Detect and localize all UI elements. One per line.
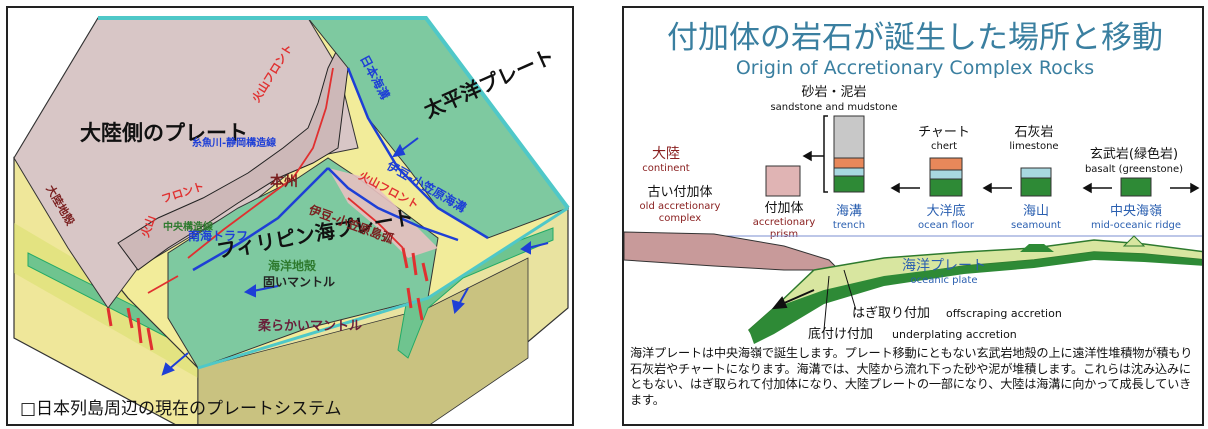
oceanic-plate-base: [749, 252, 1202, 344]
label-old-complex-en1: old accretionary: [640, 201, 721, 212]
label-seamount-jp: 海山: [1023, 204, 1049, 219]
prism-block: [765, 165, 801, 197]
sediment-bracket: [823, 115, 828, 193]
label-oceanic-crust: 海洋地殻: [268, 258, 317, 273]
label-basalt-en: basalt (greenstone): [1085, 164, 1183, 175]
japan-trench-line: [346, 67, 489, 240]
label-ridge-en: mid-oceanic ridge: [1091, 220, 1181, 231]
label-offscraping-en: offscraping accretion: [946, 307, 1062, 320]
block-top-edge: [98, 16, 570, 210]
plate-block-diagram: 大陸側のプレート 太平洋プレート フィリピン海プレート 日本海溝 伊豆-小笠原海…: [13, 16, 570, 424]
label-continent-jp: 大陸: [652, 146, 680, 162]
label-prism-en1: accretionary: [753, 217, 816, 228]
label-ridge-jp: 中央海嶺: [1110, 204, 1162, 219]
description-text: 海洋プレートは中央海嶺で誕生します。プレート移動にともない玄武岩地殻の上に遠洋性…: [630, 346, 1193, 407]
label-limestone-en: limestone: [1009, 141, 1058, 152]
rock-stack-seamount: [1020, 167, 1052, 197]
block-front-edge: [197, 206, 569, 370]
label-hard-mantle: 固いマントル: [263, 275, 335, 289]
underplating-leader: [823, 275, 830, 331]
label-underplating-en: underplating accretion: [892, 328, 1017, 341]
label-continent-en: continent: [642, 163, 689, 174]
label-seamount-en: seamount: [1011, 220, 1061, 231]
label-median-line: 中央構造線: [163, 220, 213, 233]
label-honshu: 本州: [270, 173, 298, 190]
continent-wedge: [624, 231, 841, 271]
left-caption: □日本列島周辺の現在のプレートシステム: [20, 399, 342, 419]
label-sandstone-jp: 砂岩・泥岩: [801, 85, 866, 100]
plate-motion-arrows: [161, 137, 549, 376]
volcanic-front-line-2: [347, 197, 404, 249]
movement-arrows: [802, 150, 1200, 194]
volcanic-front-line-3: [147, 275, 179, 294]
label-chert-en: chert: [931, 141, 957, 152]
subduction-arrow: [771, 289, 815, 310]
plate-system-panel: 大陸側のプレート 太平洋プレート フィリピン海プレート 日本海溝 伊豆-小笠原海…: [6, 6, 574, 426]
izu-arc-area: [328, 168, 438, 258]
label-plate-jp: 海洋プレート: [902, 258, 986, 274]
izu-trench-line: [327, 167, 459, 242]
label-trench-jp: 海溝: [836, 204, 862, 219]
label-plate-en: oceanic plate: [910, 275, 977, 286]
label-sandstone-en: sandstone and mudstone: [770, 102, 897, 113]
label-old-complex-en2: complex: [659, 213, 701, 224]
label-limestone-jp: 石灰岩: [1014, 125, 1053, 140]
label-floor-en: ocean floor: [918, 220, 975, 231]
seamount-shape: [1020, 244, 1054, 252]
label-underplating-jp: 底付け付加: [808, 326, 873, 342]
label-old-complex-jp: 古い付加体: [647, 185, 712, 200]
label-offscraping-jp: はぎ取り付加: [852, 306, 930, 321]
rock-stack-ridge: [1120, 177, 1152, 197]
label-prism-jp: 付加体: [764, 201, 803, 216]
label-soft-mantle: 柔らかいマントル: [257, 319, 362, 334]
label-chert-jp: チャート: [918, 125, 970, 140]
nankai-trough-line: [192, 167, 329, 272]
label-continental-plate: 大陸側のプレート: [80, 121, 248, 145]
label-basalt-jp: 玄武岩(緑色岩): [1090, 146, 1178, 162]
magma-marks: [106, 247, 429, 351]
label-floor-jp: 大洋底: [926, 203, 965, 219]
accretion-diagram: 付加体の岩石が誕生した場所と移動 Origin of Accretionary …: [624, 20, 1202, 344]
volcanic-front-line: [187, 67, 334, 259]
label-itoigawa: 糸魚川-静岡構造線: [192, 136, 276, 149]
label-prism-en2: prism: [770, 229, 798, 240]
accretionary-panel: 付加体の岩石が誕生した場所と移動 Origin of Accretionary …: [622, 6, 1204, 426]
title-en: Origin of Accretionary Complex Rocks: [736, 57, 1094, 79]
rock-stack-trench: [833, 115, 865, 193]
rock-stack-floor: [929, 157, 963, 197]
label-nankai-trough: 南海トラフ: [188, 228, 248, 243]
label-trench-en: trench: [833, 220, 865, 231]
title-jp: 付加体の岩石が誕生した場所と移動: [667, 20, 1163, 56]
offscraping-leader: [843, 269, 857, 311]
ridge-peak: [1122, 235, 1146, 247]
